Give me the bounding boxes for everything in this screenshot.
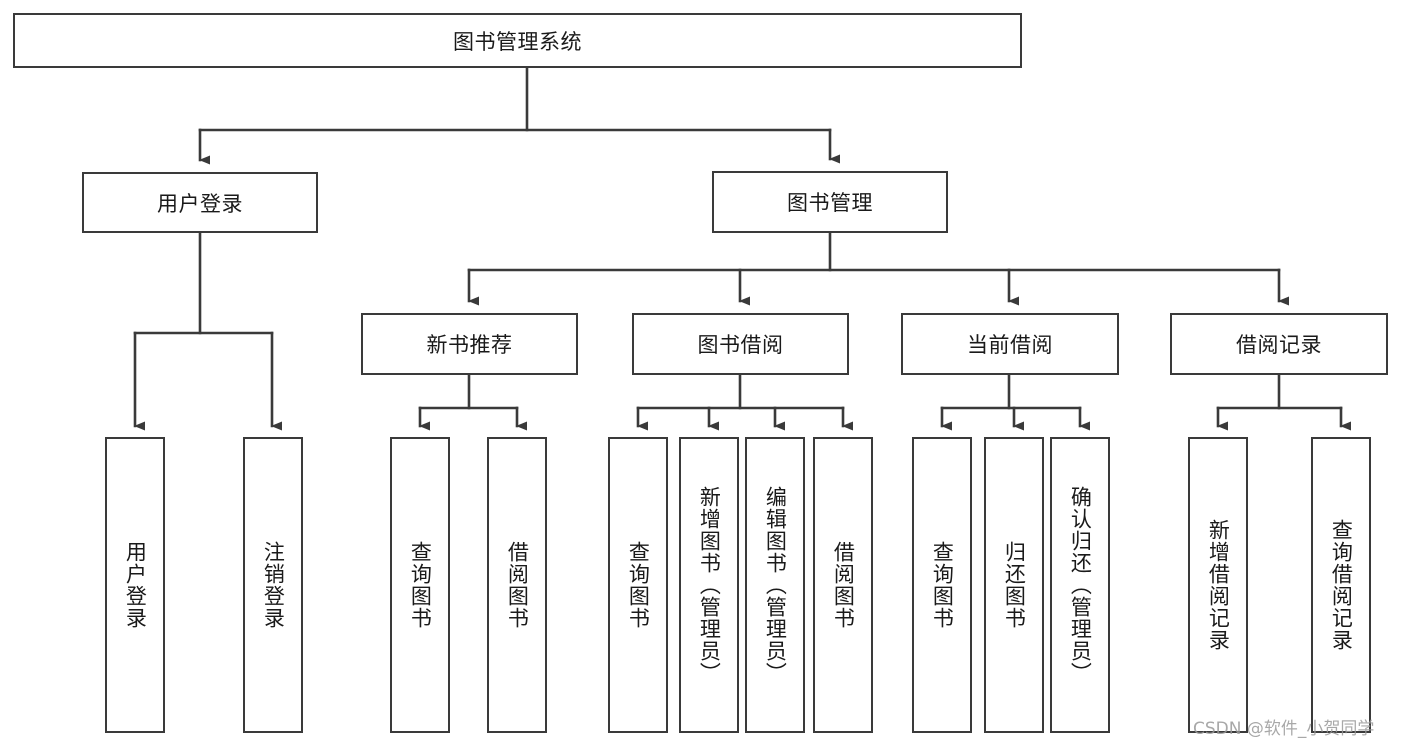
node-leaf-bb-borrow-book-label: 借阅图书 [831, 541, 856, 629]
node-leaf-bb-query-book[interactable]: 查询图书 [608, 437, 668, 733]
node-root-label: 图书管理系统 [453, 29, 582, 54]
node-book-manage[interactable]: 图书管理 [712, 171, 948, 233]
node-leaf-cb-return-book-label: 归还图书 [1002, 541, 1027, 629]
node-book-borrow[interactable]: 图书借阅 [632, 313, 849, 375]
node-leaf-br-query-record[interactable]: 查询借阅记录 [1311, 437, 1371, 733]
node-user-login-label: 用户登录 [157, 191, 243, 216]
node-leaf-rec-query-book[interactable]: 查询图书 [390, 437, 450, 733]
node-leaf-br-query-record-label: 查询借阅记录 [1329, 519, 1354, 651]
node-user-login[interactable]: 用户登录 [82, 172, 318, 233]
node-borrow-record-label: 借阅记录 [1236, 333, 1322, 357]
node-leaf-user-login[interactable]: 用户登录 [105, 437, 165, 733]
node-book-borrow-label: 图书借阅 [697, 333, 784, 357]
node-leaf-cb-confirm-return-label: 确认归还（管理员） [1068, 486, 1093, 684]
node-leaf-bb-add-book[interactable]: 新增图书（管理员） [679, 437, 739, 733]
node-leaf-user-logout-label: 注销登录 [261, 541, 286, 629]
node-leaf-bb-query-book-label: 查询图书 [626, 541, 651, 629]
node-new-book-recommend-label: 新书推荐 [426, 333, 513, 357]
node-leaf-br-add-record[interactable]: 新增借阅记录 [1188, 437, 1248, 733]
node-leaf-cb-confirm-return[interactable]: 确认归还（管理员） [1050, 437, 1110, 733]
node-leaf-rec-borrow-book[interactable]: 借阅图书 [487, 437, 547, 733]
node-leaf-user-login-label: 用户登录 [123, 541, 148, 629]
node-new-book-recommend[interactable]: 新书推荐 [361, 313, 578, 375]
node-current-borrow-label: 当前借阅 [967, 333, 1053, 357]
node-leaf-cb-query-book[interactable]: 查询图书 [912, 437, 972, 733]
node-leaf-bb-borrow-book[interactable]: 借阅图书 [813, 437, 873, 733]
node-leaf-cb-query-book-label: 查询图书 [930, 541, 955, 629]
node-leaf-cb-return-book[interactable]: 归还图书 [984, 437, 1044, 733]
node-current-borrow[interactable]: 当前借阅 [901, 313, 1119, 375]
node-book-manage-label: 图书管理 [787, 191, 873, 215]
node-leaf-bb-edit-book[interactable]: 编辑图书（管理员） [745, 437, 805, 733]
node-leaf-rec-borrow-book-label: 借阅图书 [505, 541, 530, 629]
csdn-watermark-text: CSDN @软件_小贺同学 [1193, 719, 1375, 739]
node-leaf-br-add-record-label: 新增借阅记录 [1206, 519, 1231, 651]
node-leaf-user-logout[interactable]: 注销登录 [243, 437, 303, 733]
node-borrow-record[interactable]: 借阅记录 [1170, 313, 1388, 375]
node-leaf-bb-edit-book-label: 编辑图书（管理员） [763, 486, 788, 684]
node-leaf-bb-add-book-label: 新增图书（管理员） [697, 486, 722, 684]
csdn-watermark: CSDN @软件_小贺同学 [1193, 714, 1374, 739]
node-leaf-rec-query-book-label: 查询图书 [408, 541, 433, 629]
node-root[interactable]: 图书管理系统 [13, 13, 1022, 68]
